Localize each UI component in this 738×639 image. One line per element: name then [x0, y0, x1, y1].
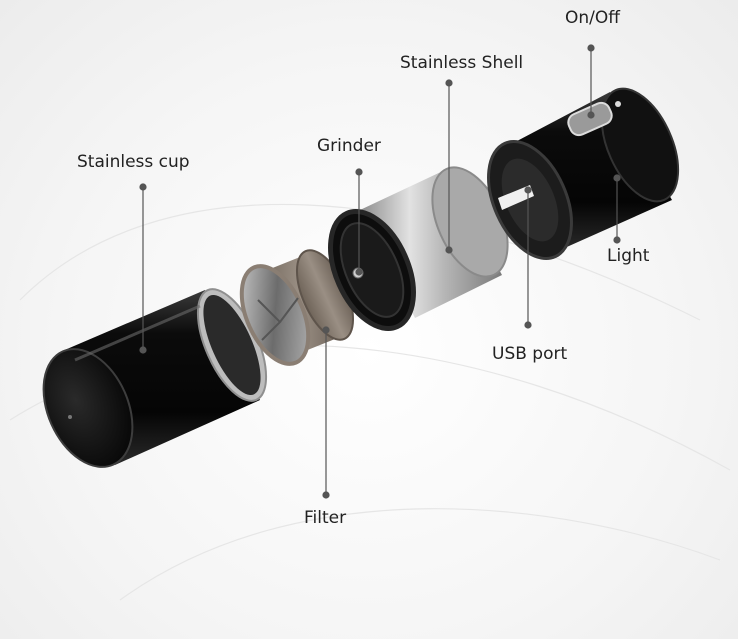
label-filter: Filter: [304, 508, 347, 528]
label-light: Light: [607, 246, 650, 266]
label-stainless-cup: Stainless cup: [77, 152, 190, 172]
leader-lines: [139, 44, 621, 499]
label-grinder: Grinder: [317, 136, 381, 156]
grinder-shell-part: [328, 166, 509, 332]
label-on-off: On/Off: [565, 8, 620, 28]
label-stainless-shell: Stainless Shell: [400, 53, 524, 73]
stainless-cup-part: [42, 288, 268, 468]
label-usb-port: USB port: [492, 344, 568, 364]
